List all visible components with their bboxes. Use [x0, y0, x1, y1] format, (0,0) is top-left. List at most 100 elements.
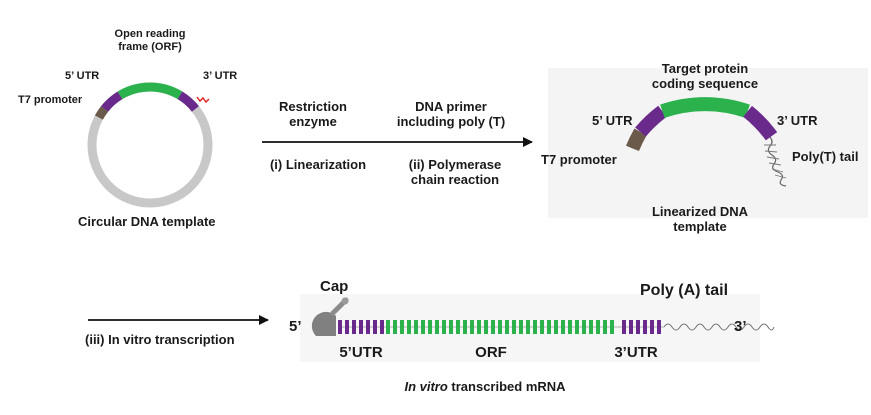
plasmid-utr3-segment [177, 91, 199, 112]
circular-dna-template [87, 82, 213, 208]
orf-label-line1: Open reading [114, 28, 186, 40]
mrna-utr3-bar [622, 320, 626, 334]
cap-icon [311, 297, 349, 336]
poly-a-tail-wave [663, 323, 775, 331]
mrna-utr3-bar [643, 320, 647, 334]
poly-t-tail-label: Poly(T) tail [792, 149, 859, 164]
mrna-utr5-bar [338, 320, 342, 334]
mrna-utr5-bar [345, 320, 349, 334]
linear-promoter-label: T7 promoter [541, 152, 617, 167]
mrna-orf-bar [589, 320, 593, 334]
plasmid-utr5-segment [101, 91, 123, 112]
pcr-step-label: (ii) Polymerase chain reaction [408, 157, 502, 188]
mrna-orf-bar [442, 320, 446, 334]
dna-primer-line1: DNA primer [415, 99, 487, 114]
mrna-orf-bar [386, 320, 390, 334]
mrna-caption-italic: In vitro [404, 379, 448, 394]
orf-label: Open reading frame (ORF) [115, 28, 186, 53]
mrna-caption: In vitro transcribed mRNA [404, 379, 566, 395]
mrna-orf-bar [393, 320, 397, 334]
restriction-enzyme-line2: enzyme [289, 113, 337, 129]
mrna-orf-bar [484, 320, 488, 334]
linearized-dna-template [626, 97, 787, 187]
mrna-orf-bar [575, 320, 579, 334]
poly-t-tail [767, 136, 787, 187]
mrna-nucleotide-bars [338, 320, 661, 334]
mrna-orf-bar [491, 320, 495, 334]
pcr-step-line1: (ii) Polymerase [408, 157, 502, 172]
linearized-caption-line1: Linearized DNA [651, 204, 749, 219]
dna-primer-label: DNA primer including poly (T) [396, 99, 506, 130]
mrna-strand [311, 297, 775, 336]
mrna-orf-bar [561, 320, 565, 334]
mrna-utr5-bar [380, 320, 384, 334]
plasmid-promoter-segment [94, 106, 109, 120]
circular-template-caption: Circular DNA template [78, 214, 216, 229]
restriction-enzyme-label: Restriction enzyme [279, 99, 347, 130]
mrna-orf-bar [414, 320, 418, 334]
restriction-site-marker [196, 96, 210, 104]
mrna-orf-bar [421, 320, 425, 334]
mrna-utr5-bar [366, 320, 370, 334]
target-protein-label: Target protein coding sequence [651, 61, 759, 92]
target-protein-line2: coding sequence [651, 75, 759, 91]
mrna-orf-bar [582, 320, 586, 334]
linearized-caption-line2: template [673, 218, 727, 234]
plasmid-utr3-label: 3’ UTR [203, 70, 238, 82]
mrna-orf-bar [505, 320, 509, 334]
mrna-utr3-bar [629, 320, 633, 334]
mrna-orf-bar [596, 320, 600, 334]
mrna-3prime-end-label: 3’ [734, 318, 747, 335]
cap-label: Cap [320, 278, 349, 295]
mrna-caption-rest: transcribed mRNA [447, 379, 566, 394]
mrna-orf-bar [456, 320, 460, 334]
linear-utr3-segment [743, 105, 778, 141]
mrna-orf-bar [463, 320, 467, 334]
mrna-orf-bar [435, 320, 439, 334]
restriction-enzyme-line1: Restriction [279, 99, 347, 114]
pcr-step-line2: chain reaction [410, 171, 500, 187]
mrna-utr5-bar [352, 320, 356, 334]
mrna-5prime-end-label: 5’ [289, 318, 302, 335]
mrna-orf-bar [568, 320, 572, 334]
linear-utr3-label: 3’ UTR [777, 113, 818, 128]
in-vitro-transcription-label: (iii) In vitro transcription [85, 332, 235, 347]
plasmid-promoter-label: T7 promoter [18, 94, 83, 106]
orf-label-line2: frame (ORF) [118, 40, 182, 53]
mrna-orf-bar [554, 320, 558, 334]
mrna-orf-bar [407, 320, 411, 334]
plasmid-orf-segment [117, 82, 183, 100]
linear-promoter-segment [626, 128, 647, 152]
mrna-orf-bar [540, 320, 544, 334]
linear-orf-segment [660, 97, 750, 118]
mrna-orf-bar [519, 320, 523, 334]
mrna-orf-bar [603, 320, 607, 334]
mrna-utr3-bar [657, 320, 661, 334]
mrna-utr3-label: 3’UTR [614, 344, 658, 361]
mrna-orf-bar [477, 320, 481, 334]
mrna-orf-bar [526, 320, 530, 334]
mrna-orf-bar [400, 320, 404, 334]
mrna-orf-bar [428, 320, 432, 334]
mrna-orf-bar [610, 320, 614, 334]
mrna-orf-bar [547, 320, 551, 334]
mrna-utr5-label: 5’UTR [339, 344, 383, 361]
target-protein-line1: Target protein [661, 61, 749, 76]
mrna-utr3-bar [636, 320, 640, 334]
mrna-orf-bar [498, 320, 502, 334]
mrna-orf-bar [449, 320, 453, 334]
mrna-orf-bar [533, 320, 537, 334]
linearized-template-caption: Linearized DNA template [651, 204, 749, 235]
linear-utr5-label: 5’ UTR [592, 113, 633, 128]
linear-template-backdrop [548, 68, 868, 218]
mrna-orf-label: ORF [475, 344, 507, 361]
linear-utr5-segment [635, 105, 667, 137]
dna-primer-line2: including poly (T) [396, 113, 506, 129]
poly-a-tail-label: Poly (A) tail [640, 282, 729, 299]
mrna-orf-bar [512, 320, 516, 334]
poly-t-tail-teeth [764, 144, 787, 179]
linearization-step-label: (i) Linearization [269, 157, 367, 172]
mrna-utr5-bar [359, 320, 363, 334]
mrna-utr5-bar [373, 320, 377, 334]
plasmid-utr5-label: 5’ UTR [65, 70, 100, 82]
